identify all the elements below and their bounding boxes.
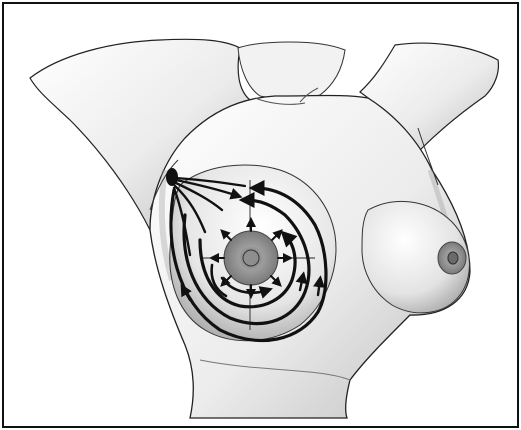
right-nipple	[448, 252, 458, 264]
left-nipple	[243, 250, 259, 266]
